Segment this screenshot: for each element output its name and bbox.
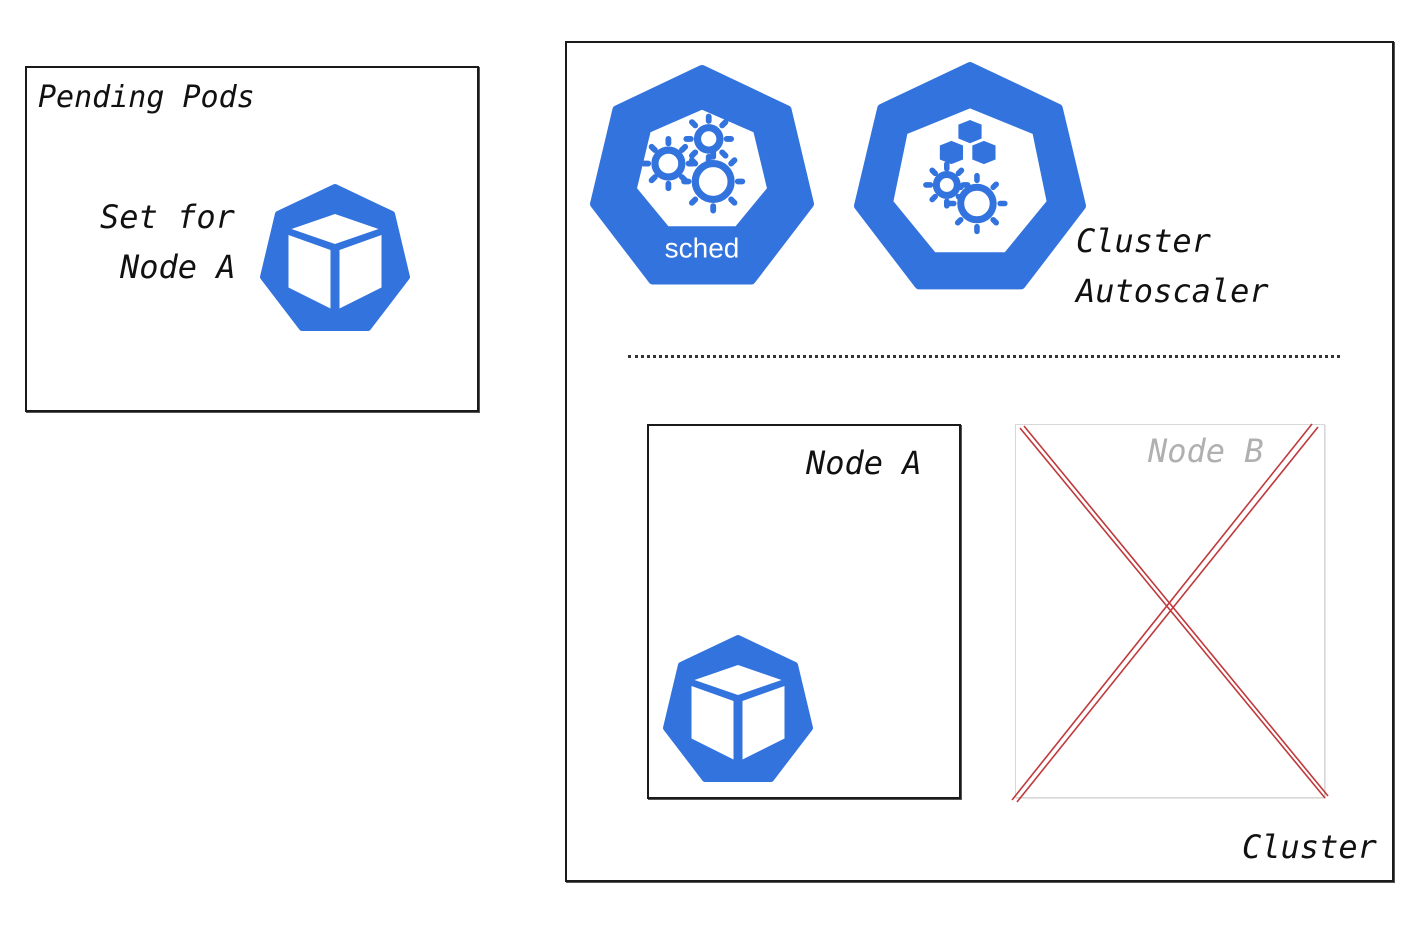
autoscaler-label-line1: Cluster xyxy=(1076,222,1211,260)
node-b-label: Node B xyxy=(1148,432,1264,470)
autoscaler-icon xyxy=(854,62,1086,290)
k8s-cluster-autoscaler-icon xyxy=(854,62,1086,290)
pending-pod-icon xyxy=(260,184,410,331)
scheduler-label: sched xyxy=(665,233,740,264)
node-a-pod-icon xyxy=(663,635,813,782)
cluster-box xyxy=(565,41,1394,882)
k8s-pod-cube-icon xyxy=(260,184,410,331)
pending-pods-title: Pending Pods xyxy=(38,80,255,115)
red-x-cross-icon xyxy=(1011,423,1329,803)
k8s-scheduler-icon xyxy=(590,65,814,285)
autoscaler-label-line2: Autoscaler xyxy=(1076,272,1269,310)
separator-dotted-line xyxy=(628,355,1340,358)
k8s-pod-cube-icon xyxy=(663,635,813,782)
node-a-box xyxy=(647,424,961,799)
pod-label-line1: Set for xyxy=(100,198,235,236)
cluster-label: Cluster xyxy=(1242,828,1377,866)
node-a-label: Node A xyxy=(806,444,922,482)
node-b-box xyxy=(1015,424,1325,798)
pod-label-line2: Node A xyxy=(120,248,236,286)
scheduler-icon: sched xyxy=(590,65,814,285)
pending-pods-box xyxy=(25,66,479,412)
